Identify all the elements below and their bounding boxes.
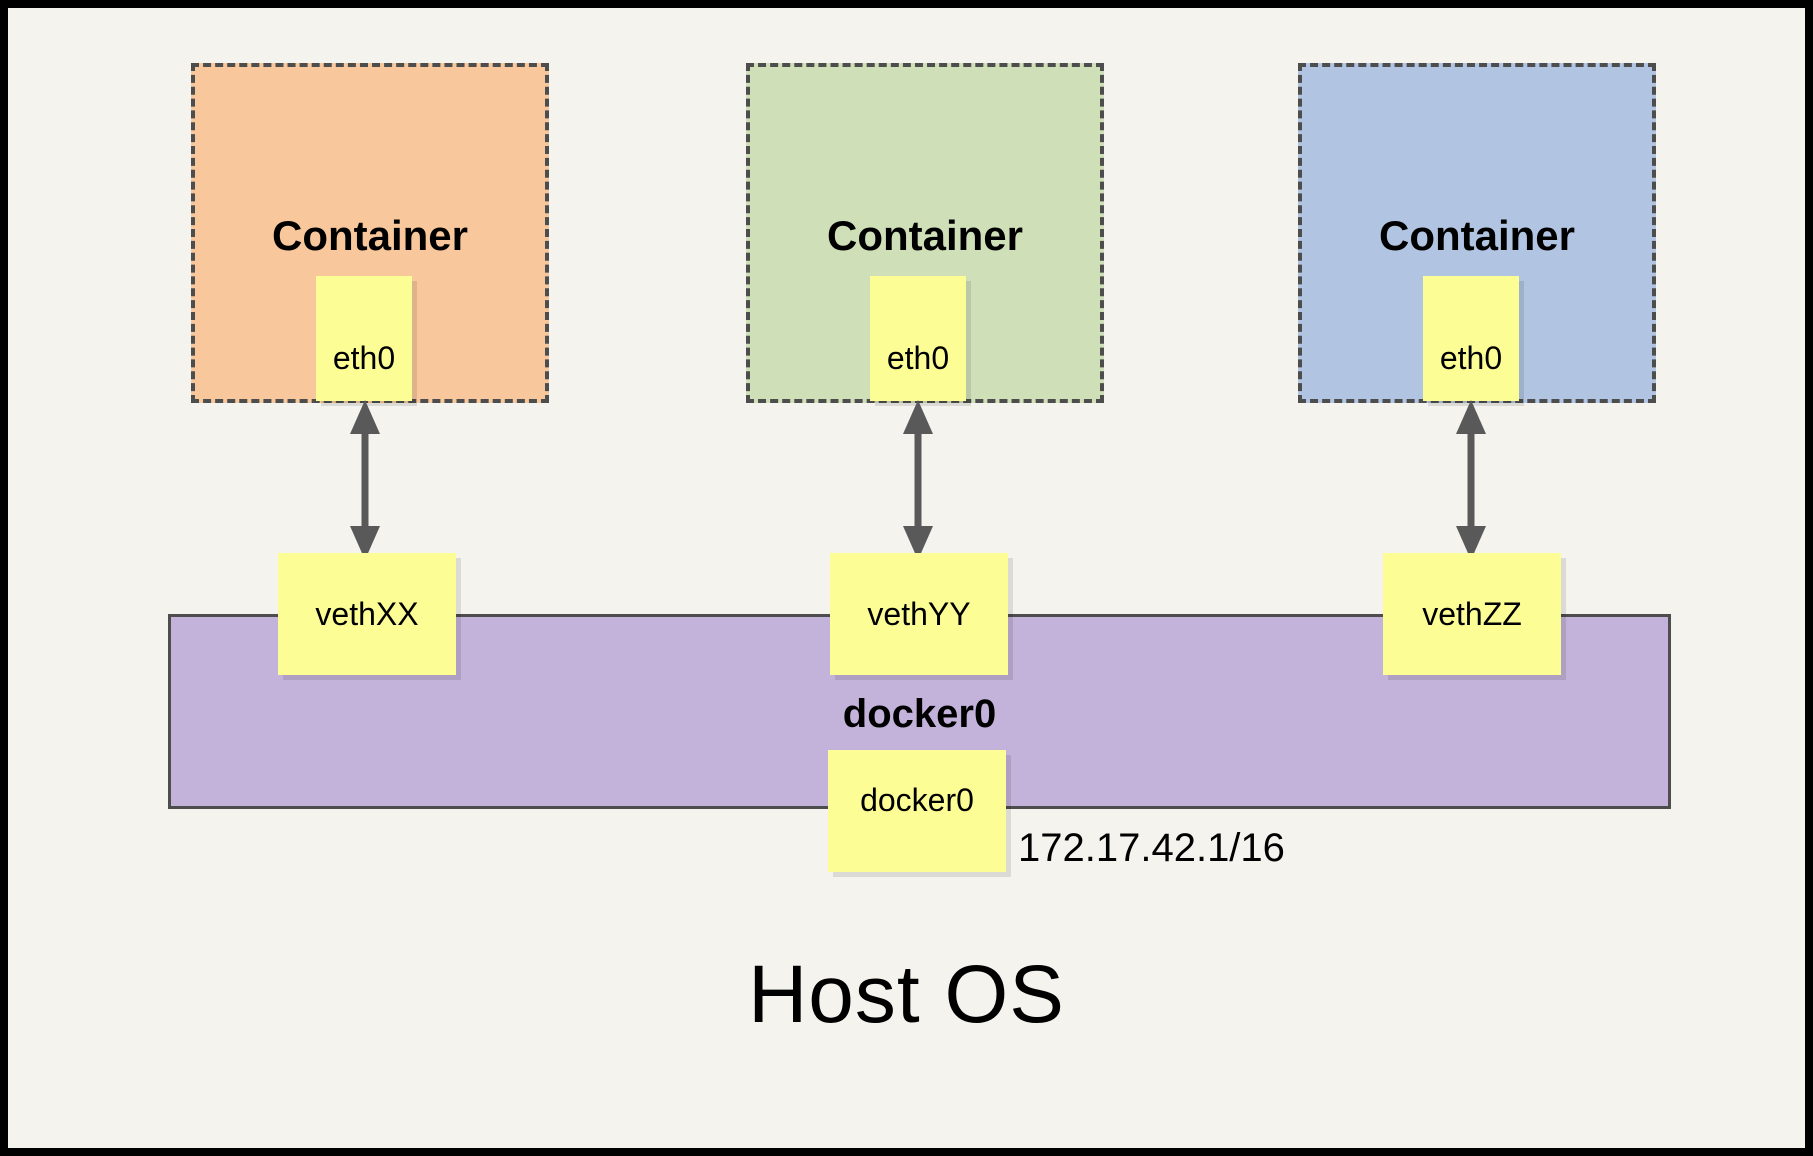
veth-interface-box-3[interactable]: vethZZ: [1383, 553, 1561, 675]
veth-interface-label-3: vethZZ: [1422, 596, 1522, 632]
host-os-label: Host OS: [748, 949, 1065, 1040]
double-arrow-icon: [350, 400, 380, 560]
connector-arrow-3: [1451, 400, 1491, 560]
container-title-2: Container: [826, 212, 1023, 259]
eth0-interface-box-2[interactable]: eth0: [870, 276, 966, 401]
connector-arrow-1: [345, 400, 385, 560]
eth0-interface-label-2: eth0: [886, 339, 950, 376]
veth-interface-box-1[interactable]: vethXX: [278, 553, 456, 675]
container-title-1: Container: [271, 212, 468, 259]
container-title-3: Container: [1378, 212, 1575, 259]
veth-interface-label-2: vethYY: [867, 596, 971, 632]
veth-interface-label-1: vethXX: [315, 596, 419, 632]
double-arrow-icon: [1456, 400, 1486, 560]
eth0-interface-box-3[interactable]: eth0: [1423, 276, 1519, 401]
double-arrow-icon: [903, 400, 933, 560]
docker0-interface-label: docker0: [860, 782, 974, 818]
eth0-interface-label-1: eth0: [332, 339, 396, 376]
docker0-ip-address-label: 172.17.42.1/16: [1018, 826, 1285, 870]
docker0-interface-box[interactable]: docker0: [828, 750, 1006, 872]
eth0-interface-box-1[interactable]: eth0: [316, 276, 412, 401]
diagram-canvas: Container Container Container docker0 et…: [8, 8, 1805, 1148]
eth0-interface-label-3: eth0: [1439, 339, 1503, 376]
veth-interface-box-2[interactable]: vethYY: [830, 553, 1008, 675]
docker0-bridge-label: docker0: [842, 692, 997, 736]
connector-arrow-2: [898, 400, 938, 560]
